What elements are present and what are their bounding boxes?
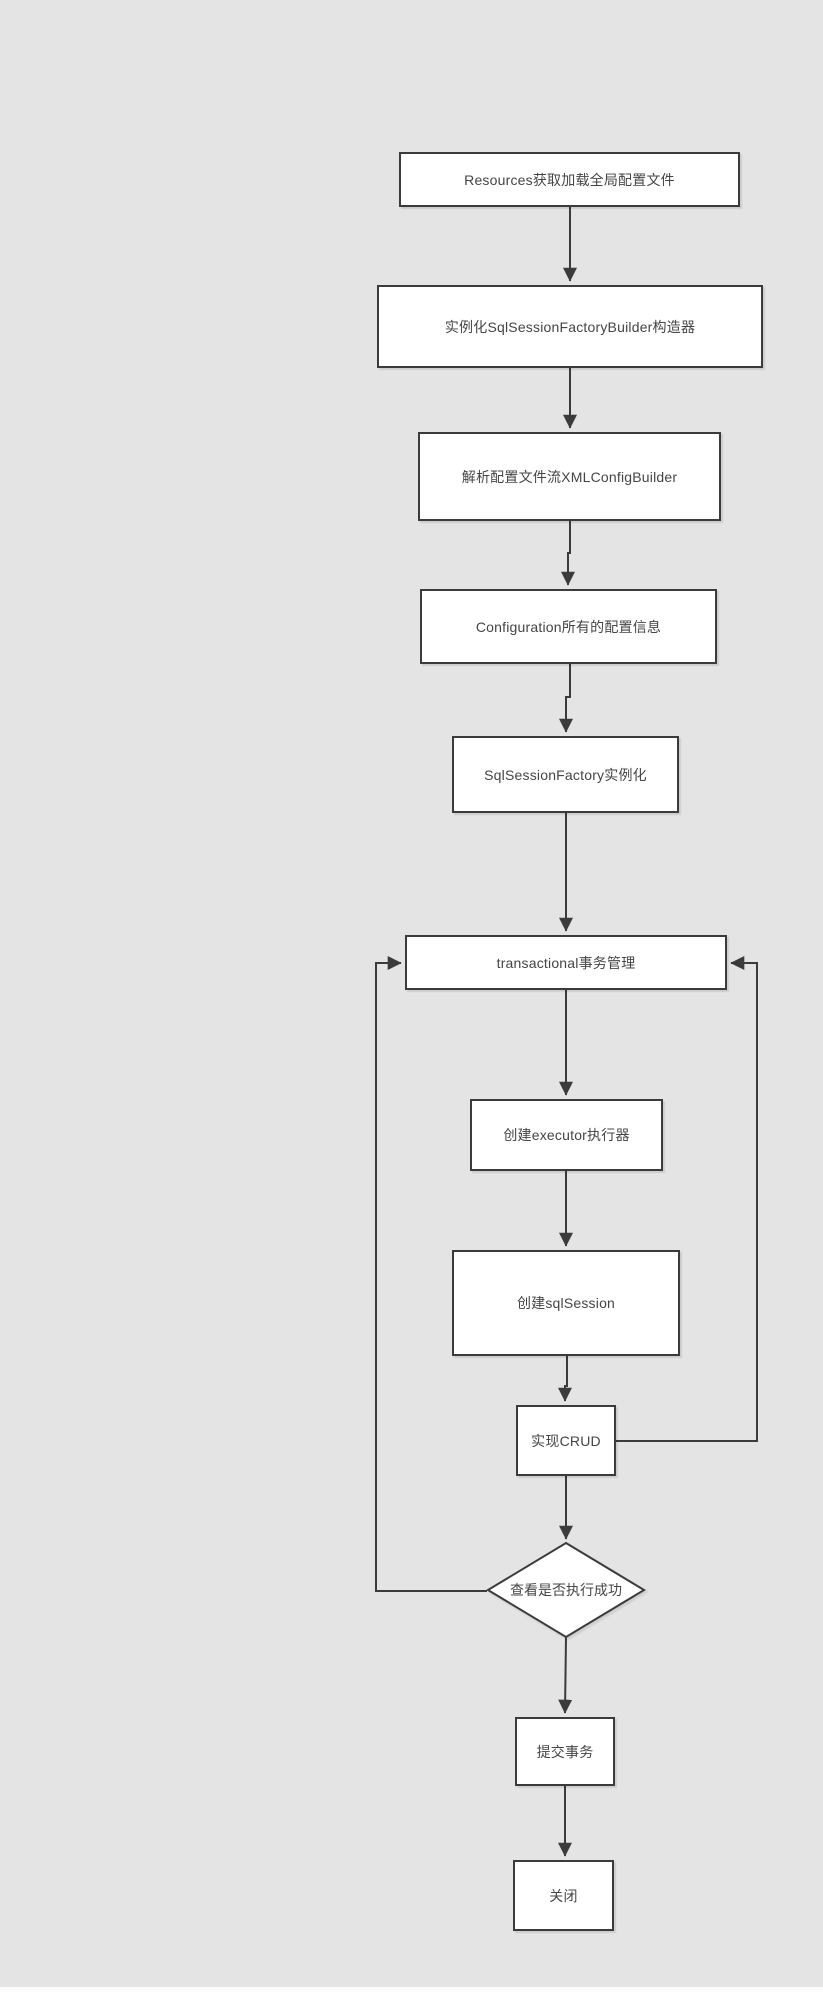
edge-check-loop-to-transactional <box>375 956 487 1592</box>
node-close: 关闭 <box>513 1860 614 1931</box>
node-transactional-management: transactional事务管理 <box>405 935 727 990</box>
edge-crud-loop-to-transactional <box>616 956 758 1442</box>
node-instantiate-sqlsessionfactorybuilder: 实例化SqlSessionFactoryBuilder构造器 <box>377 285 763 368</box>
decision-check-success-shape <box>486 1541 646 1639</box>
node-create-executor: 创建executor执行器 <box>470 1099 663 1171</box>
node-parse-xmlconfigbuilder: 解析配置文件流XMLConfigBuilder <box>418 432 721 521</box>
edge-xmlconfig-to-configuration <box>561 521 575 586</box>
edge-sqlsession-to-crud <box>558 1356 572 1402</box>
node-sqlsessionfactory-instantiate: SqlSessionFactory实例化 <box>452 736 679 813</box>
node-configuration-info: Configuration所有的配置信息 <box>420 589 717 664</box>
node-implement-crud: 实现CRUD <box>516 1405 616 1476</box>
edge-configuration-to-factory <box>559 664 573 733</box>
node-commit-transaction: 提交事务 <box>515 1717 615 1786</box>
bottom-edge-strip <box>0 1987 823 1992</box>
edge-check-to-commit <box>558 1636 573 1714</box>
node-resources-load-config: Resources获取加载全局配置文件 <box>399 152 740 207</box>
node-create-sqlsession: 创建sqlSession <box>452 1250 680 1356</box>
